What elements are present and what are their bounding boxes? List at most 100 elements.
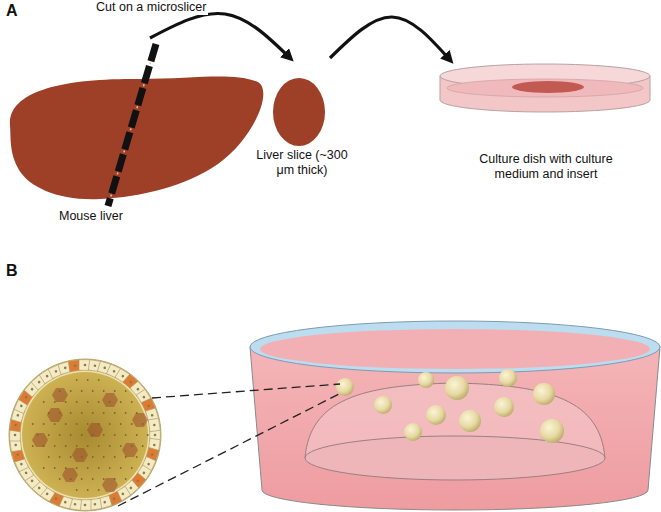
cell-nucleus [151,453,154,456]
cell-nucleus [98,445,100,447]
cell-nucleus [32,423,34,425]
cell-nucleus [136,387,140,391]
cell-nucleus [120,401,122,403]
cell-nucleus [43,401,45,403]
cell-nucleus [37,434,39,436]
cell-nucleus [92,412,94,414]
cell-nucleus [121,374,125,378]
cell-nucleus [114,456,116,458]
cell-nucleus [20,404,23,407]
cell-nucleus [114,434,116,436]
cell-nucleus [87,489,89,491]
cell-nucleus [109,423,111,425]
cell-nucleus [98,401,100,403]
cell-nucleus [54,467,56,469]
cell-nucleus [103,366,106,369]
cell-nucleus [114,478,116,480]
cell-nucleus [76,467,78,469]
cell-nucleus [153,424,156,427]
cell-nucleus [147,462,150,465]
cell-nucleus [98,379,100,381]
cell-nucleus [103,434,105,436]
cell-nucleus [121,492,125,496]
cell-nucleus [142,395,146,399]
cell-nucleus [131,401,133,403]
cell-nucleus [24,395,28,399]
cell-nucleus [98,423,100,425]
cell-nucleus [114,412,116,414]
illustration-node: Liver slice (~300 μm thick) [250,58,354,182]
cell-nucleus [136,456,138,458]
cell-nucleus [136,434,138,436]
cell-cluster [52,388,68,402]
culture-dish-large [250,321,660,510]
cell-nucleus [154,434,157,437]
cell-nucleus [14,443,17,446]
cell-nucleus [70,390,72,392]
cell-nucleus [45,492,49,496]
cell-nucleus [54,370,57,373]
cell-nucleus [98,467,100,469]
cell-nucleus [59,456,61,458]
culture-dish-small [440,64,650,112]
cell-nucleus [59,390,61,392]
cell-cluster [102,393,118,407]
cell-nucleus [70,478,72,480]
cell-nucleus [20,462,23,465]
cell-nucleus [32,445,34,447]
cell-nucleus [93,503,96,506]
cell-nucleus [76,401,78,403]
cell-cluster [32,433,48,447]
cell-nucleus [147,404,150,407]
cell-nucleus [103,478,105,480]
cell-nucleus [131,445,133,447]
cell-nucleus [131,467,133,469]
node-caption: Liver slice (~300 μm thick) [250,148,354,178]
cell-nucleus [84,364,87,367]
curved-arrow [150,13,290,58]
cell-nucleus [84,504,87,507]
cell-nucleus [45,374,49,378]
cell-nucleus [92,456,94,458]
cell-nucleus [151,414,154,417]
cell-nucleus [92,478,94,480]
node-caption: Mouse liver [59,209,123,224]
cell-cluster [72,448,88,462]
cell-nucleus [87,423,89,425]
cell-nucleus [24,471,28,475]
cell-cluster [62,468,78,482]
cell-nucleus [70,434,72,436]
cell-cluster [122,443,138,457]
cell-nucleus [74,364,77,367]
cell-cluster [132,413,148,427]
cell-nucleus [43,467,45,469]
cell-cluster [47,408,63,422]
zoom-line [118,393,341,506]
cell-nucleus [125,478,127,480]
cell-nucleus [125,390,127,392]
cell-nucleus [136,479,140,483]
cell-nucleus [16,414,19,417]
cell-nucleus [54,401,56,403]
cell-nucleus [48,456,50,458]
cell-nucleus [92,434,94,436]
cell-nucleus [103,501,106,504]
cell-nucleus [87,467,89,469]
liver-slice [273,78,325,146]
cell-nucleus [147,434,149,436]
cell-nucleus [129,380,133,384]
cell-nucleus [81,434,83,436]
cell-nucleus [112,497,115,500]
arrow-label: Cut on a microslicer [94,0,208,15]
cell-nucleus [64,366,67,369]
cell-nucleus [43,423,45,425]
cell-nucleus [54,423,56,425]
cell-nucleus [125,434,127,436]
cell-nucleus [114,390,116,392]
cell-nucleus [81,478,83,480]
cell-nucleus [112,370,115,373]
cell-nucleus [142,471,146,475]
cut-line-inner [108,44,156,206]
